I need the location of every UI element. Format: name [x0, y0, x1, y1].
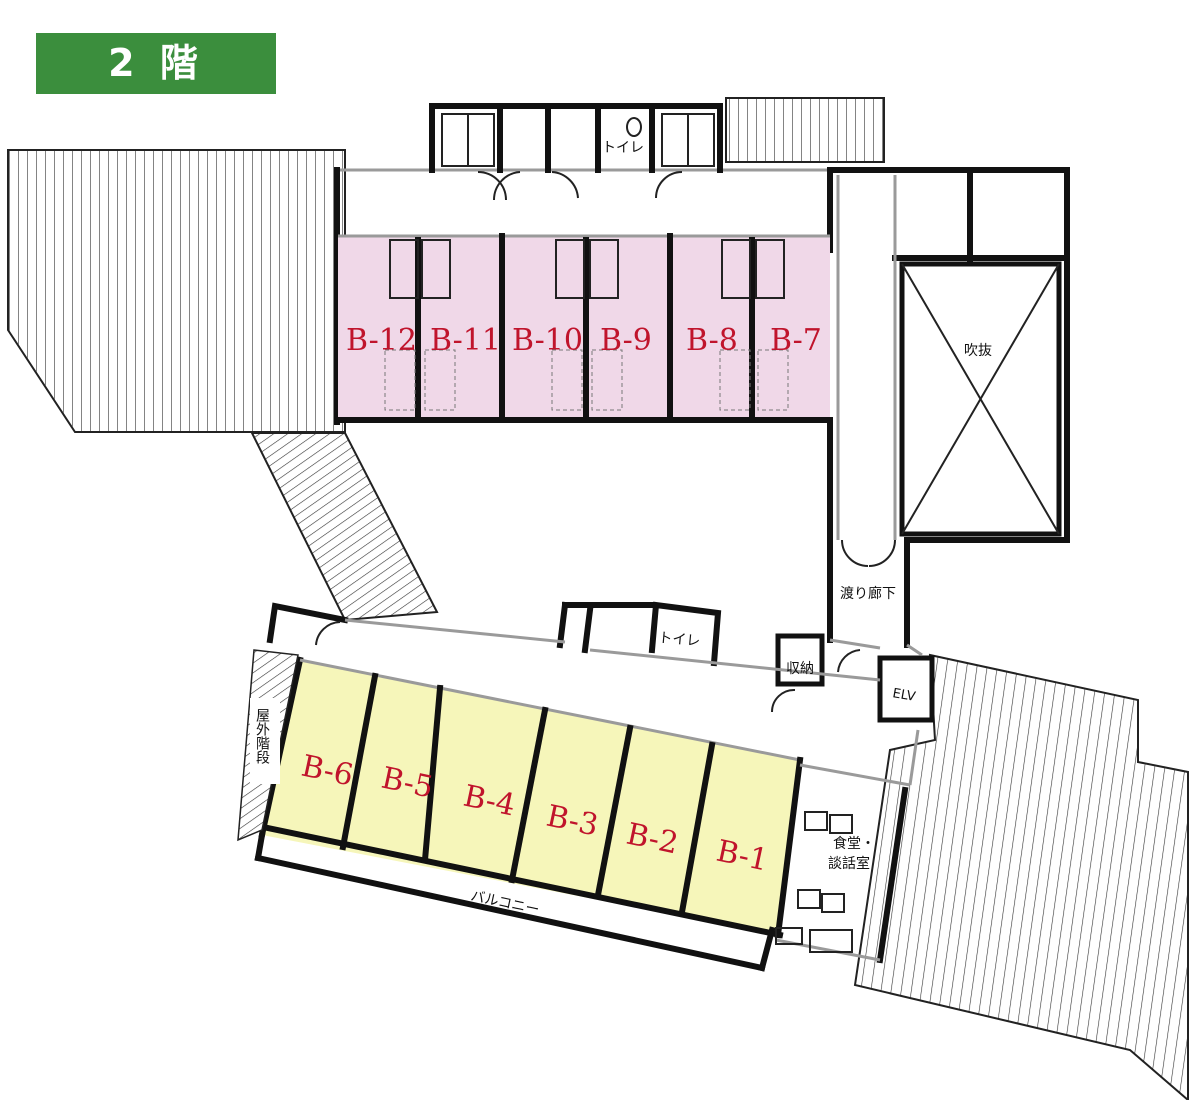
label-dining-1: 食堂・ [833, 835, 875, 852]
right-roof-deck [853, 653, 1189, 1100]
room-label-b12: B-12 [346, 323, 417, 358]
room-label-b4: B-4 [460, 779, 518, 824]
room-label-b10: B-10 [512, 323, 583, 358]
outdoor-stair [237, 649, 299, 842]
lower-block-walls [254, 601, 935, 972]
diagonal-stair [250, 432, 439, 622]
label-toilet-upper: トイレ [602, 140, 644, 156]
room-label-b3: B-3 [543, 799, 601, 844]
room-label-b7: B-7 [770, 323, 822, 358]
atrium-void [899, 261, 1062, 537]
label-corridor: 渡り廊下 [840, 585, 896, 602]
top-stair-deck [725, 97, 885, 163]
label-atrium: 吹抜 [964, 343, 992, 359]
room-label-b2: B-2 [623, 817, 681, 862]
room-label-b11: B-11 [430, 323, 501, 358]
dining-furniture [775, 811, 853, 953]
top-service-cluster [429, 103, 723, 201]
room-label-b6: B-6 [298, 749, 356, 794]
label-outdoor-stairs: 屋外階段 [254, 708, 270, 764]
corridor-doors [841, 539, 896, 567]
room-label-b8: B-8 [686, 323, 738, 358]
label-storage: 収納 [786, 661, 814, 677]
label-dining-2: 談話室 [828, 855, 870, 872]
room-label-b9: B-9 [600, 323, 652, 358]
label-balcony: バルコニー [469, 888, 541, 918]
left-roof-deck [7, 149, 346, 433]
room-label-b5: B-5 [378, 761, 436, 806]
label-elevator: ELV [891, 686, 916, 705]
label-toilet-lower: トイレ [658, 630, 701, 650]
floor-label: 2 階 [36, 33, 276, 94]
room-label-b1: B-1 [713, 834, 771, 879]
upper-room-strip [335, 233, 833, 423]
